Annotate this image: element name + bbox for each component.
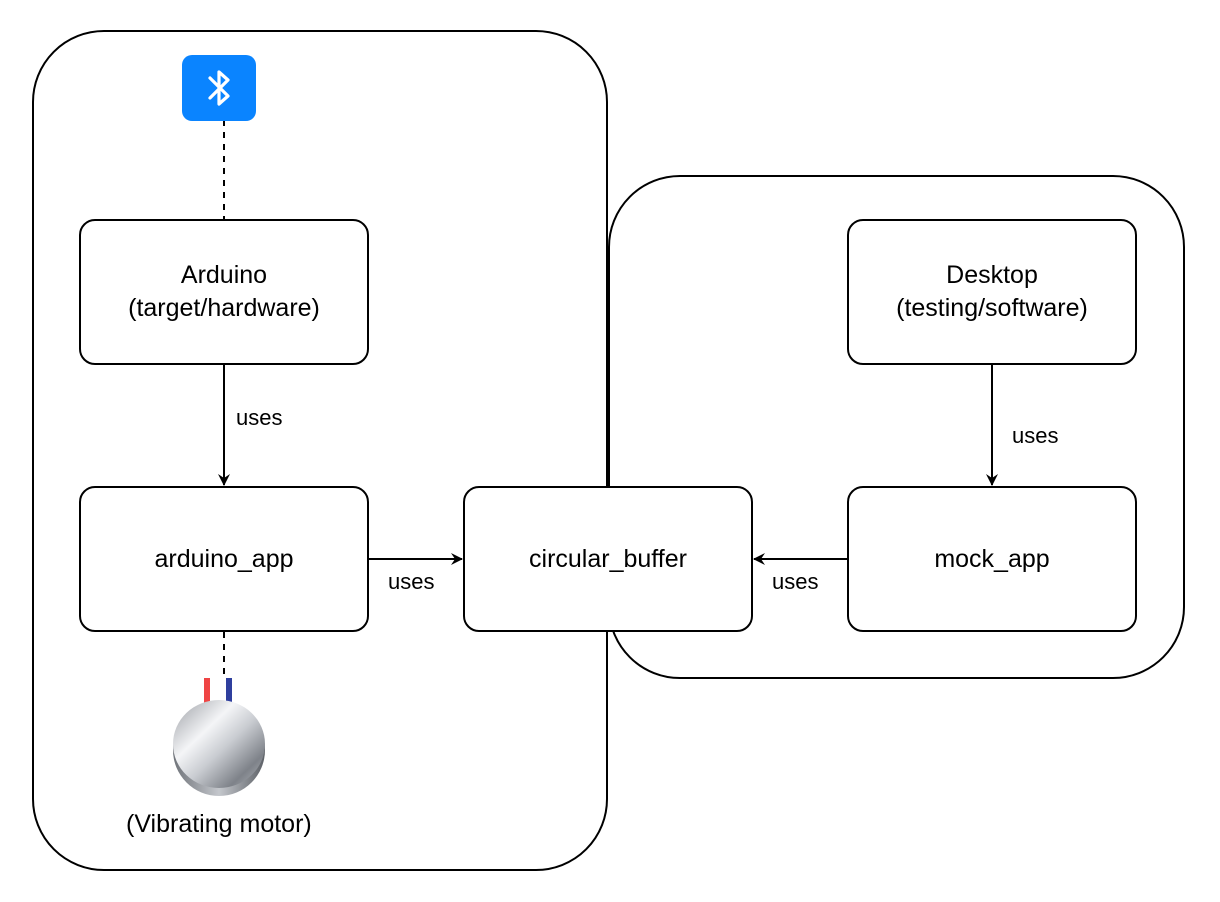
- circular-buffer-node: circular_buffer: [463, 486, 753, 632]
- mock-app-node: mock_app: [847, 486, 1137, 632]
- arduino-app-label: arduino_app: [154, 544, 294, 573]
- arduino-group-container: [32, 30, 608, 871]
- desktop-node-subtitle: (testing/software): [896, 294, 1088, 322]
- arduino-app-node: arduino_app: [79, 486, 369, 632]
- edge-label-arduino-uses: uses: [236, 405, 283, 430]
- vibrating-motor-icon: [173, 678, 265, 796]
- mock-app-label: mock_app: [934, 544, 1050, 573]
- desktop-node-title: Desktop: [946, 261, 1038, 289]
- vibrating-motor-caption: (Vibrating motor): [126, 810, 312, 838]
- edge-label-desktop-uses: uses: [1012, 423, 1059, 448]
- bluetooth-icon: [182, 55, 256, 121]
- edge-label-mock-app-uses: uses: [772, 569, 819, 594]
- edge-label-arduino-app-uses: uses: [388, 569, 435, 594]
- bluetooth-rune-icon: [208, 70, 230, 106]
- arduino-node-title: Arduino: [180, 261, 268, 289]
- motor-wire-red: [204, 678, 210, 712]
- arduino-node-subtitle: (target/hardware): [128, 294, 320, 322]
- circular-buffer-label: circular_buffer: [529, 544, 687, 573]
- motor-wire-blue: [226, 678, 232, 712]
- desktop-node: Desktop (testing/software): [847, 219, 1137, 365]
- arduino-node: Arduino (target/hardware): [79, 219, 369, 365]
